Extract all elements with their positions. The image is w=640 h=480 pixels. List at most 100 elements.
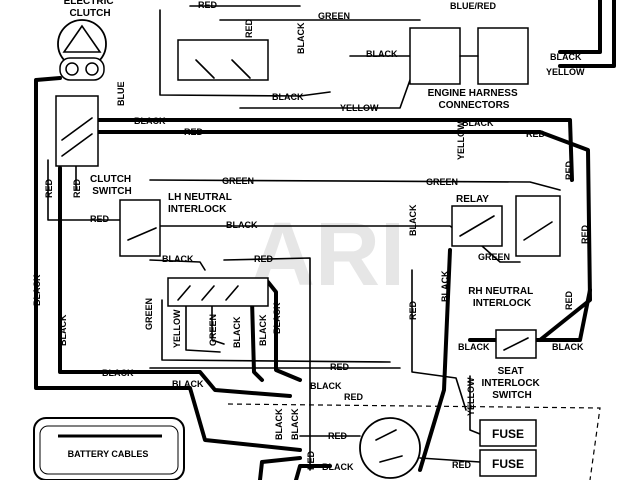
- label-black-ignition-v2: BLACK: [290, 408, 300, 440]
- label-red-lh: RED: [90, 214, 110, 224]
- fuse-1-label: FUSE: [492, 427, 524, 441]
- watermark: ARI: [250, 205, 405, 305]
- seat-interlock-switch: SEAT INTERLOCK SWITCH: [481, 329, 541, 401]
- electric-clutch: ELECTRIC CLUTCH: [57, 0, 117, 81]
- ignition-contact-2: [379, 455, 403, 463]
- rh-interlock-label-line-2: INTERLOCK: [473, 298, 532, 309]
- plug-pin-2: [231, 59, 251, 79]
- label-red-switch: RED: [254, 254, 274, 264]
- label-black-ignition-v: BLACK: [274, 408, 284, 440]
- rh-interlock-contact: [523, 221, 553, 241]
- clutch-terminal-1: [65, 62, 79, 76]
- label-black-run-2: BLACK: [462, 118, 494, 128]
- wire-green-switch: [161, 299, 391, 363]
- label-black-switch-v: BLACK: [232, 316, 242, 348]
- label-blue-red: BLUE/RED: [450, 1, 497, 11]
- label-black-lower: BLACK: [310, 381, 342, 391]
- label-green-switch-2: GREEN: [208, 314, 218, 346]
- fuse-1-body: [479, 419, 537, 447]
- label-black-harness-v: BLACK: [296, 22, 306, 54]
- label-red-harness-v: RED: [244, 18, 254, 38]
- label-black-right: BLACK: [550, 52, 582, 62]
- wire-outer-right-2: [558, 0, 616, 68]
- clutch-switch-label-line-2: SWITCH: [92, 186, 131, 197]
- electric-clutch-label-line-2: CLUTCH: [69, 8, 110, 19]
- label-yellow-right: YELLOW: [546, 67, 585, 77]
- clutch-switch-label: CLUTCH SWITCH: [90, 174, 134, 197]
- wire-green-lh: [149, 179, 561, 191]
- lh-interlock-label-line-2: INTERLOCK: [168, 204, 227, 215]
- wire-yellow-harness: [239, 79, 411, 109]
- wire-red-run: [88, 130, 592, 342]
- label-red-clutch-v: RED: [44, 178, 54, 198]
- interlock-switch-body: [167, 277, 269, 307]
- label-red-clutch-v2: RED: [72, 178, 82, 198]
- wire-battery-cable: [258, 456, 302, 480]
- wire-outer-right: [558, 0, 602, 54]
- label-black-run: BLACK: [134, 116, 166, 126]
- connector-left: [409, 27, 461, 85]
- lh-interlock-label: LH NEUTRAL INTERLOCK: [168, 192, 234, 215]
- label-red-right-v: RED: [564, 160, 574, 180]
- label-yellow-fuse-v: YELLOW: [466, 377, 476, 416]
- label-red-relay-v: RED: [408, 300, 418, 320]
- battery-cables-inner: [39, 425, 179, 475]
- label-green-relay: GREEN: [426, 177, 458, 187]
- wire-red-clutch: [47, 159, 131, 221]
- label-black-left-v: BLACK: [32, 274, 42, 306]
- electric-clutch-symbol: [62, 24, 102, 53]
- label-black-seat: BLACK: [458, 342, 490, 352]
- electric-clutch-label: ELECTRIC CLUTCH: [64, 0, 117, 19]
- clutch-switch: CLUTCH SWITCH: [55, 95, 134, 197]
- wire-labels: RED GREEN BLUE/RED RED BLACK BLACK BLACK…: [32, 0, 590, 472]
- plug-pin-1: [195, 59, 215, 79]
- interlock-switch-block: [167, 277, 269, 307]
- label-black-switch: BLACK: [162, 254, 194, 264]
- battery-cables-label: BATTERY CABLES: [68, 449, 149, 459]
- electric-clutch-label-line-1: ELECTRIC: [64, 0, 114, 7]
- switch-contact-2: [201, 285, 215, 301]
- label-red-run: RED: [184, 127, 204, 137]
- label-black-connector: BLACK: [366, 49, 398, 59]
- label-red-mid: RED: [330, 362, 350, 372]
- clutch-switch-contact: [61, 117, 93, 141]
- switch-contact-1: [177, 285, 191, 301]
- label-black-left-v2: BLACK: [58, 314, 68, 346]
- label-green-switch: GREEN: [144, 298, 154, 330]
- harness-plug-left-body: [177, 39, 269, 81]
- rh-interlock-label-line-1: RH NEUTRAL: [468, 286, 533, 297]
- label-blue: BLUE: [116, 82, 126, 107]
- fuse-1: FUSE: [479, 419, 537, 447]
- battery-cables-body: [33, 417, 185, 480]
- label-red-far-v: RED: [564, 290, 574, 310]
- label-black-lh: BLACK: [226, 220, 258, 230]
- switch-contact-3: [225, 285, 239, 301]
- label-red-lower: RED: [344, 392, 364, 402]
- wire-black-harness: [159, 9, 331, 97]
- engine-harness-label-line-1: ENGINE HARNESS: [428, 88, 518, 99]
- label-black-mid-2: BLACK: [172, 379, 204, 389]
- wire-black-rh: [418, 248, 452, 472]
- fuse-2-body: [479, 449, 537, 477]
- wire-black-main-left: [34, 76, 302, 452]
- label-black-mid: BLACK: [102, 368, 134, 378]
- relay: RELAY: [451, 194, 503, 247]
- label-red-ignition-v: RED: [306, 450, 316, 470]
- ignition-switch: [359, 417, 421, 479]
- label-green-relay-2: GREEN: [478, 252, 510, 262]
- label-red-top: RED: [198, 0, 218, 10]
- seat-switch-label-line-2: INTERLOCK: [481, 378, 540, 389]
- seat-switch-contact: [503, 337, 529, 351]
- wire-yellow-fuse: [469, 375, 481, 435]
- wire-green-relay: [481, 245, 521, 263]
- wire-battery-cable-2: [294, 464, 332, 480]
- label-black-switch-v2: BLACK: [258, 314, 268, 346]
- ignition-contact: [375, 429, 397, 441]
- connector-right: [477, 27, 529, 85]
- label-black-relay-v: BLACK: [408, 204, 418, 236]
- wire-black-clutch-down: [58, 166, 292, 398]
- engine-harness-label-line-2: CONNECTORS: [439, 100, 510, 111]
- seat-switch-label-line-1: SEAT: [498, 366, 524, 377]
- fuse-2: FUSE: [479, 449, 537, 477]
